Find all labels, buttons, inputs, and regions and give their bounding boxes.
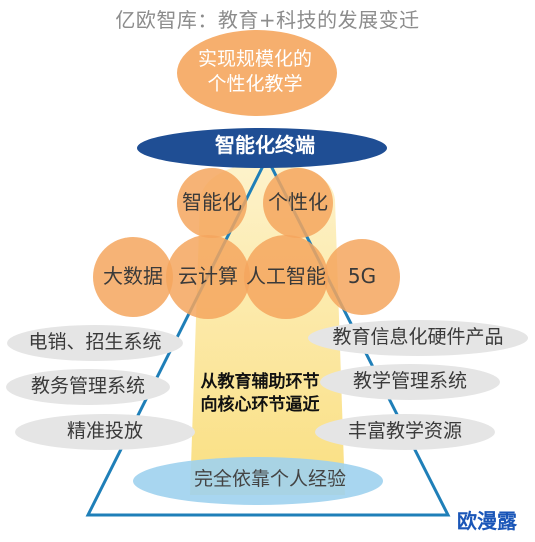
left-item-label-2: 教务管理系统 [30, 375, 145, 397]
left-item-ellipse-1 [7, 325, 183, 361]
tech-label-big-data: 大数据 [103, 264, 163, 288]
right-item-label-1: 教育信息化硬件产品 [332, 326, 504, 348]
left-item-ellipse-3 [15, 414, 195, 450]
feature-label-personal: 个性化 [268, 190, 328, 214]
tech-circle-cloud [166, 235, 250, 319]
right-item-label-2: 教学管理系统 [352, 370, 467, 392]
diagram-title: 亿欧智库：教育+科技的发展变迁 [115, 8, 420, 32]
tech-label-cloud: 云计算 [178, 264, 238, 288]
goal-ellipse [177, 30, 337, 116]
center-text-line-1: 从教育辅助环节 [200, 372, 320, 392]
right-item-label-3: 丰富教学资源 [347, 420, 462, 442]
tech-circle-5g [324, 239, 400, 315]
terminal-label: 智能化终端 [215, 133, 315, 157]
left-item-ellipse-2 [6, 369, 170, 405]
tech-label-5g: 5G [347, 264, 377, 288]
tech-circle-big-data [93, 237, 173, 317]
feature-circle-personal [263, 168, 333, 238]
terminal-ellipse [137, 128, 387, 168]
goal-label-line-2: 个性化教学 [207, 73, 303, 95]
right-item-ellipse-2 [320, 364, 500, 400]
feature-label-smart: 智能化 [182, 190, 242, 214]
feature-circle-smart [177, 168, 247, 238]
left-item-label-3: 精准投放 [66, 420, 143, 442]
tech-circle-ai [244, 235, 328, 319]
left-item-label-1: 电销、招生系统 [28, 331, 162, 353]
goal-label-line-1: 实现规模化的 [197, 48, 312, 70]
brand-watermark: 欧漫露 [457, 509, 517, 533]
base-label: 完全依靠个人经验 [193, 468, 346, 490]
right-item-ellipse-1 [308, 320, 528, 356]
tech-label-ai: 人工智能 [246, 264, 326, 288]
right-item-ellipse-3 [315, 414, 495, 450]
center-text-line-2: 向核心环节逼近 [200, 395, 320, 415]
base-ellipse [133, 457, 383, 505]
